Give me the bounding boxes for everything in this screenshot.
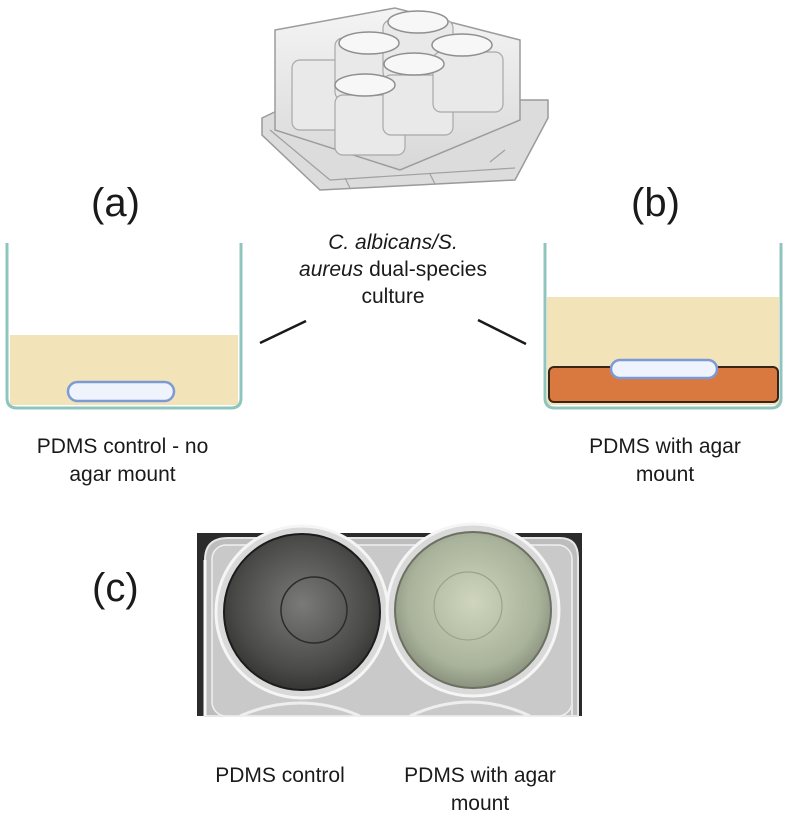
panel-label-b: (b): [631, 181, 680, 225]
six-well-plate-illustration: [261, 7, 549, 191]
culture-type: dual-species: [363, 258, 487, 281]
culture-caption: C. albicans/S. aureus dual-species cultu…: [252, 229, 534, 310]
beaker-a: [5, 243, 243, 410]
caption-a: PDMS control - no agar mount: [0, 433, 245, 489]
panel-label-c: (c): [92, 566, 139, 610]
connector-line-left: [259, 319, 307, 345]
caption-c-right: PDMS with agar mount: [375, 762, 585, 818]
species-name-line1: C. albicans/S.: [328, 231, 458, 254]
caption-b: PDMS with agar mount: [545, 433, 785, 489]
caption-c-right-line1: PDMS with agar: [404, 764, 556, 787]
pdms-disc-a: [66, 380, 176, 403]
caption-a-line2: agar mount: [69, 463, 176, 486]
connector-line-right: [477, 318, 527, 346]
pdms-disc-b: [609, 358, 719, 380]
species-name-line2: aureus: [299, 258, 364, 281]
caption-b-line2: mount: [635, 463, 695, 486]
culture-word: culture: [361, 285, 425, 308]
caption-c-left: PDMS control: [215, 764, 345, 787]
caption-a-line1: PDMS control - no: [36, 435, 209, 458]
beaker-b: [543, 243, 783, 410]
plate-photo: [197, 522, 582, 718]
caption-b-line1: PDMS with agar: [589, 435, 741, 458]
caption-c-right-line2: mount: [450, 792, 510, 815]
panel-label-a: (a): [91, 181, 140, 225]
